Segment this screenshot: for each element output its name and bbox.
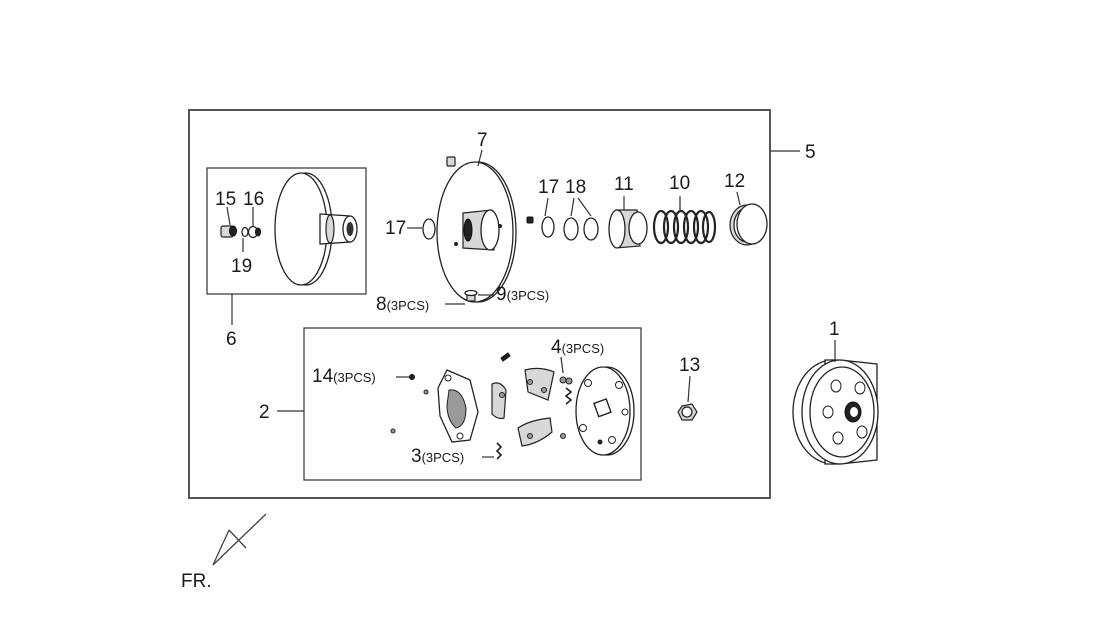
bolts-14: [390, 374, 429, 434]
label-17-right: 17: [538, 177, 559, 198]
guide-pin-8-9: [464, 289, 478, 302]
spring-seat-12: [729, 191, 768, 246]
label-17-left: 17: [385, 218, 406, 239]
label-11: 11: [614, 174, 634, 195]
movable-driven-face-7: [436, 156, 517, 303]
label-3: 3(3PCS): [411, 446, 464, 467]
bearing-parts-15-16-19: [220, 206, 261, 252]
front-direction-arrow: [212, 513, 267, 566]
label-13: 13: [679, 355, 700, 376]
label-15: 15: [215, 189, 236, 210]
driven-spring-10: [652, 196, 717, 245]
label-4: 4(3PCS): [551, 337, 604, 358]
subassembly-box-6: [206, 167, 367, 295]
o-rings-17-18: [526, 197, 599, 241]
label-1: 1: [829, 319, 840, 340]
label-18: 18: [565, 177, 586, 198]
label-5: 5: [805, 142, 816, 163]
label-8: 8(3PCS): [376, 294, 429, 315]
label-16: 16: [243, 189, 264, 210]
assembly-frame: [188, 109, 771, 499]
front-label: FR.: [181, 571, 212, 592]
clutch-plate: [437, 369, 479, 443]
label-12: 12: [724, 171, 745, 192]
label-2: 2: [259, 402, 270, 423]
subassembly-box-2: [303, 327, 642, 481]
springs-4: [559, 356, 573, 439]
label-14: 14(3PCS): [312, 366, 376, 387]
spring-collar-11: [608, 196, 648, 249]
springs-3: [482, 442, 503, 460]
clutch-shoes: [491, 352, 555, 447]
label-10: 10: [669, 173, 690, 194]
label-6: 6: [226, 329, 237, 350]
clutch-bell-1: [792, 340, 879, 465]
nut-13: [677, 375, 698, 421]
driven-pulley-fixed: [274, 172, 358, 286]
label-9: 9(3PCS): [496, 284, 549, 305]
label-7: 7: [477, 130, 488, 151]
label-19: 19: [231, 256, 252, 277]
drive-plate: [575, 366, 635, 456]
o-ring-17-left: [422, 218, 436, 240]
